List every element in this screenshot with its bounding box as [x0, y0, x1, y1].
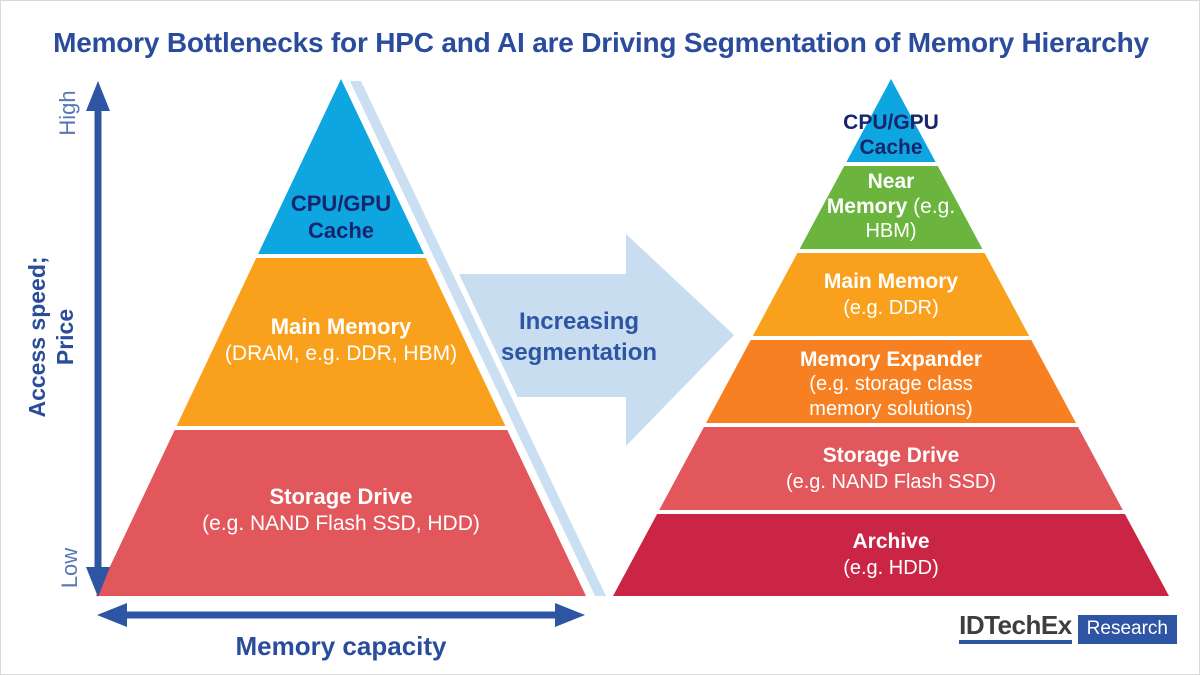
left-storage-sub: (e.g. NAND Flash SSD, HDD) — [202, 512, 480, 535]
left-cache-line1: CPU/GPU — [290, 191, 392, 216]
logo-brand-text: IDTechEx — [959, 612, 1072, 644]
right-cache-line2: Cache — [859, 136, 923, 159]
right-tier-near-memory-label: Near Memory (e.g. HBM) — [827, 169, 955, 244]
right-tier-memory-expander-shape — [706, 340, 1076, 423]
x-axis-arrow — [97, 603, 585, 627]
near-memory-line2: Memory (e.g. — [827, 194, 955, 219]
near-memory-line1: Near — [867, 170, 915, 193]
left-tier-main-memory-label: Main Memory (DRAM, e.g. DDR, HBM) — [225, 313, 457, 367]
left-tier-main-memory-shape — [176, 258, 506, 426]
memory-expander-sub: (e.g. storage class memory solutions) — [809, 373, 973, 420]
near-memory-line2-reg: (e.g. — [913, 195, 956, 218]
transition-arrow-label: Increasing segmentation — [501, 306, 657, 368]
y-axis-high-label: High — [55, 90, 80, 136]
idtechex-logo: IDTechEx Research — [959, 612, 1177, 644]
y-axis-arrow — [86, 81, 110, 597]
y-axis-title-line1: Access speed; — [24, 256, 50, 418]
transition-arrow-line1: Increasing — [518, 308, 640, 335]
left-tier-cache-label: CPU/GPU Cache — [291, 190, 391, 244]
left-main-memory-sub: (DRAM, e.g. DDR, HBM) — [224, 342, 458, 365]
left-cache-line2: Cache — [307, 218, 375, 243]
right-tier-archive-shape — [613, 514, 1169, 596]
right-tier-near-memory-shape — [799, 166, 983, 249]
y-axis-title: Access speed; Price — [23, 256, 79, 417]
left-storage-title: Storage Drive — [269, 484, 413, 509]
y-axis-arrowhead-top — [86, 81, 110, 111]
near-memory-line3: HBM) — [865, 220, 917, 242]
transition-arrow-shape — [459, 234, 734, 446]
left-pyramid-stripe — [350, 81, 606, 596]
memory-expander-title: Memory Expander — [799, 348, 983, 371]
right-tier-storage-label: Storage Drive (e.g. NAND Flash SSD) — [786, 443, 996, 495]
right-tier-cache-label: CPU/GPU Cache — [843, 110, 939, 160]
right-main-memory-sub: (e.g. DDR) — [843, 297, 939, 319]
transition-arrow-line2: segmentation — [500, 339, 658, 366]
right-tier-main-memory-label: Main Memory (e.g. DDR) — [824, 269, 958, 321]
left-tier-storage-shape — [96, 430, 586, 596]
right-tier-memory-expander-label: Memory Expander (e.g. storage class memo… — [787, 347, 995, 422]
right-storage-title: Storage Drive — [822, 444, 960, 467]
x-axis-arrowhead-left — [97, 603, 127, 627]
x-axis-arrowhead-right — [555, 603, 585, 627]
logo-research-badge: Research — [1077, 615, 1177, 644]
right-storage-sub: (e.g. NAND Flash SSD) — [785, 471, 997, 493]
x-axis-title: Memory capacity — [235, 631, 447, 661]
right-tier-storage-shape — [659, 427, 1123, 510]
near-memory-line2-bold: Memory — [826, 195, 908, 218]
y-axis-arrowhead-bottom — [86, 567, 110, 597]
archive-title: Archive — [852, 530, 930, 553]
right-main-memory-title: Main Memory — [823, 270, 959, 293]
right-tier-archive-label: Archive (e.g. HDD) — [843, 529, 939, 581]
right-tier-main-memory-shape — [752, 253, 1030, 336]
right-tier-cache-shape — [846, 79, 936, 162]
y-axis-low-label: Low — [57, 547, 82, 589]
right-cache-line1: CPU/GPU — [843, 111, 939, 134]
page-title: Memory Bottlenecks for HPC and AI are Dr… — [53, 27, 1149, 58]
y-axis-title-line2: Price — [52, 308, 78, 366]
left-tier-storage-label: Storage Drive (e.g. NAND Flash SSD, HDD) — [202, 483, 480, 537]
left-tier-cache-shape — [258, 79, 424, 254]
archive-sub: (e.g. HDD) — [843, 557, 939, 579]
left-main-memory-title: Main Memory — [270, 314, 412, 339]
